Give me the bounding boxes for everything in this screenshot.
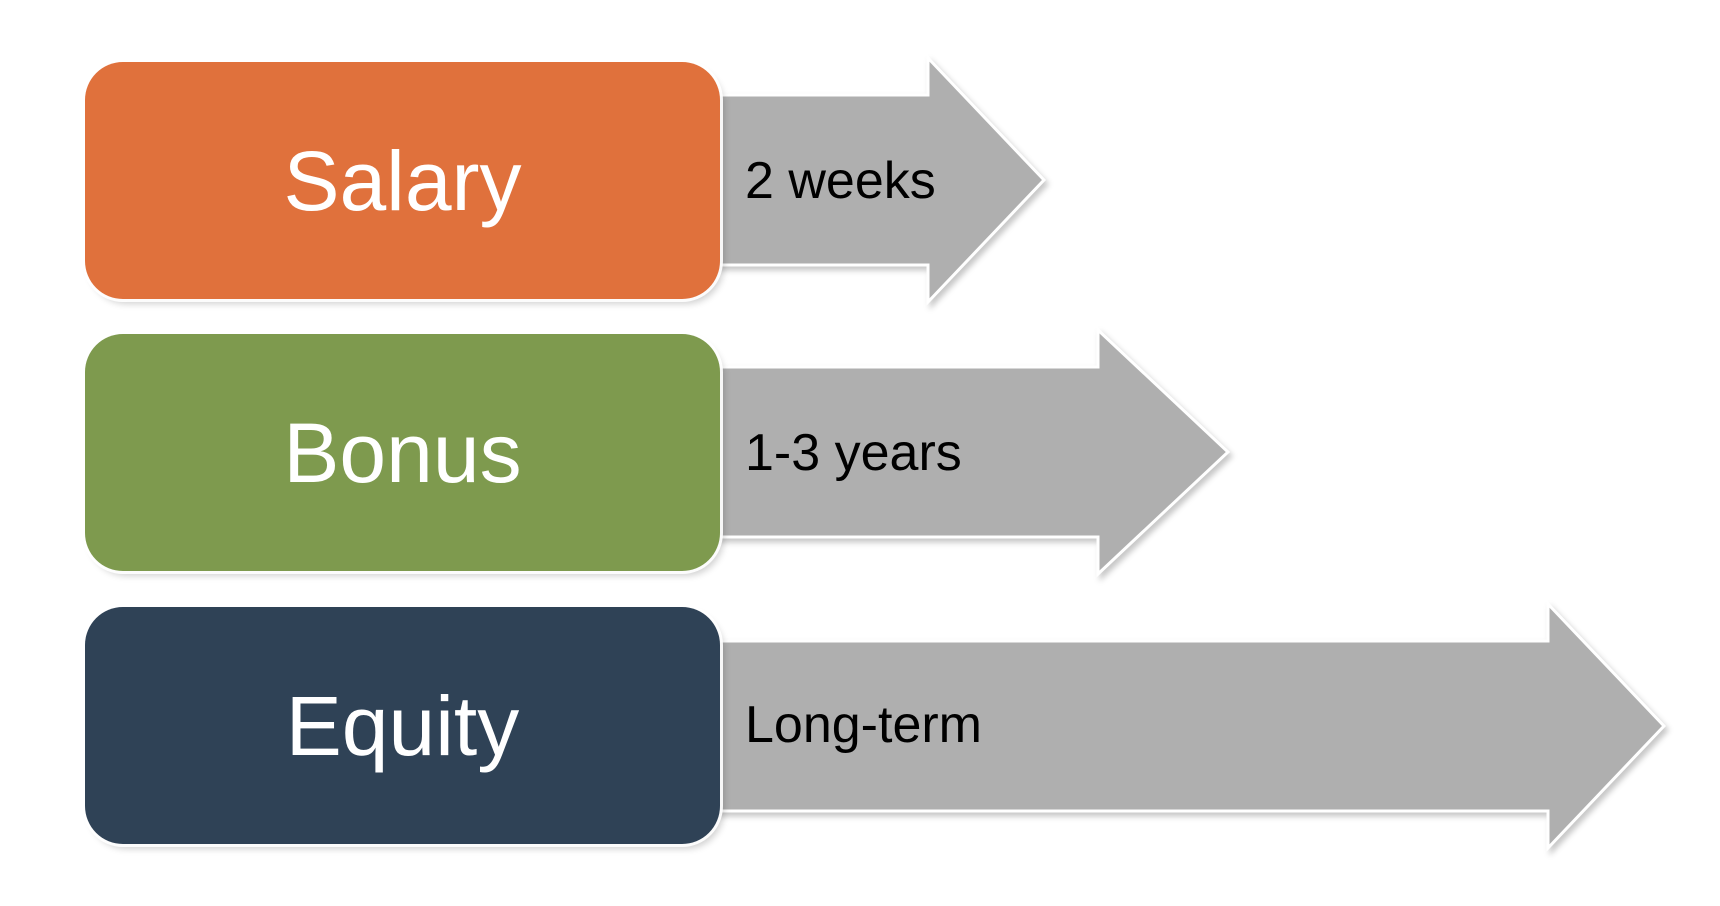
equity-box: Equity [85, 607, 720, 844]
equity-box-label: Equity [285, 678, 520, 773]
salary-box: Salary [85, 62, 720, 299]
bonus-box-label: Bonus [283, 405, 522, 500]
arrow-shape [700, 326, 1231, 578]
equity-duration-label: Long-term [745, 696, 982, 754]
salary-box-label: Salary [283, 133, 522, 228]
arrow-shape [700, 54, 1047, 306]
bonus-box: Bonus [85, 334, 720, 571]
timeline-arrow-short [700, 54, 1047, 306]
bonus-duration-label: 1-3 years [745, 424, 962, 482]
arrow-shape [700, 600, 1667, 852]
timeline-arrow-medium [700, 326, 1231, 578]
salary-duration-label: 2 weeks [745, 152, 936, 210]
timeline-arrow-long [700, 600, 1667, 852]
